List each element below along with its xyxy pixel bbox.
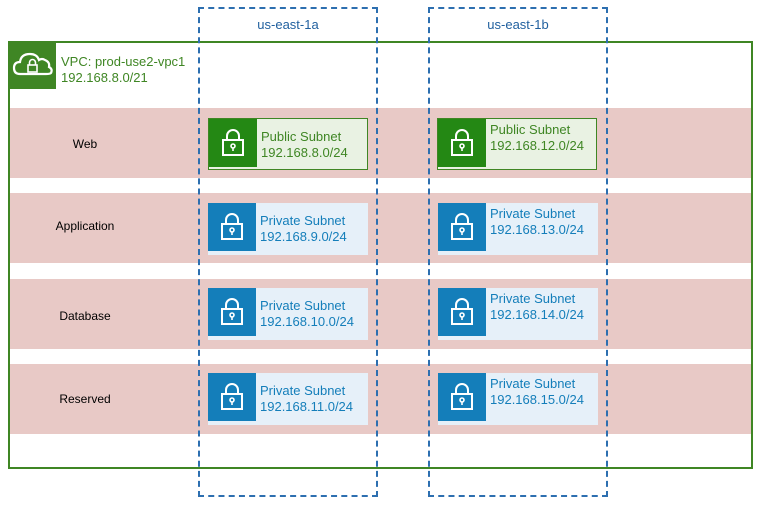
subnet-type: Public Subnet: [261, 129, 342, 144]
az-column-b: [428, 7, 608, 497]
lock-icon: [438, 119, 486, 167]
tier-label-reserved: Reserved: [59, 392, 111, 406]
cloud-lock-icon: [8, 41, 56, 89]
subnet-cidr: 192.168.9.0/24: [260, 229, 347, 244]
lock-icon: [208, 373, 256, 421]
vpc-cidr: 192.168.8.0/21: [61, 70, 148, 85]
subnet-type: Private Subnet: [490, 376, 576, 391]
tier-band-reserved: [10, 364, 753, 434]
az-label-a: us-east-1a: [257, 17, 319, 32]
az-column-a: [198, 7, 378, 497]
lock-icon: [438, 288, 486, 336]
subnet-type: Private Subnet: [260, 383, 346, 398]
subnet-cidr: 192.168.10.0/24: [260, 314, 354, 329]
tier-band-database: [10, 279, 753, 349]
vpc-container: [8, 41, 753, 469]
subnet-type: Private Subnet: [490, 291, 576, 306]
az-label-b: us-east-1b: [487, 17, 549, 32]
subnet-type: Public Subnet: [490, 122, 571, 137]
vpc-name: VPC: prod-use2-vpc1: [61, 54, 186, 69]
lock-icon: [209, 119, 257, 167]
tier-label-application: Application: [55, 219, 115, 233]
subnet-cidr: 192.168.14.0/24: [490, 307, 584, 322]
subnet-cidr: 192.168.11.0/24: [260, 399, 354, 414]
tier-label-database: Database: [59, 309, 111, 323]
tier-label-web: Web: [72, 137, 98, 151]
subnet-type: Private Subnet: [490, 206, 576, 221]
subnet-cidr: 192.168.13.0/24: [490, 222, 584, 237]
lock-icon: [438, 203, 486, 251]
lock-icon: [208, 288, 256, 336]
lock-icon: [438, 373, 486, 421]
tier-band-web: [10, 108, 753, 178]
subnet-cidr: 192.168.8.0/24: [261, 145, 348, 160]
tier-band-application: [10, 193, 753, 263]
subnet-type: Private Subnet: [260, 298, 346, 313]
subnet-cidr: 192.168.12.0/24: [490, 138, 584, 153]
subnet-cidr: 192.168.15.0/24: [490, 392, 584, 407]
subnet-type: Private Subnet: [260, 213, 346, 228]
lock-icon: [208, 203, 256, 251]
